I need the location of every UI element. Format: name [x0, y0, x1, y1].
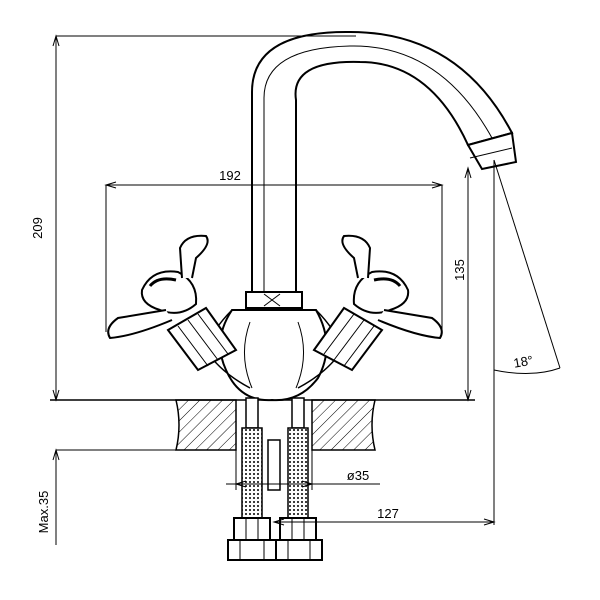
- dimension-lines: [52, 34, 561, 545]
- right-valve: [312, 306, 384, 372]
- supply-hoses: [227, 397, 323, 561]
- dimension-max-35: Max.35: [36, 491, 51, 534]
- dimension-127: 127: [377, 506, 399, 521]
- left-handle: [107, 234, 209, 340]
- right-handle: [341, 234, 443, 340]
- dimension-192: 192: [219, 168, 241, 183]
- dimension-209: 209: [30, 217, 45, 239]
- spout-collar: [245, 291, 303, 309]
- left-valve: [166, 306, 238, 372]
- countertop: [50, 399, 475, 451]
- dimension-18-degrees: 18°: [512, 352, 534, 370]
- dimension-135: 135: [452, 259, 467, 281]
- spout: [251, 30, 518, 298]
- dimension-diameter-35: ø35: [347, 468, 369, 483]
